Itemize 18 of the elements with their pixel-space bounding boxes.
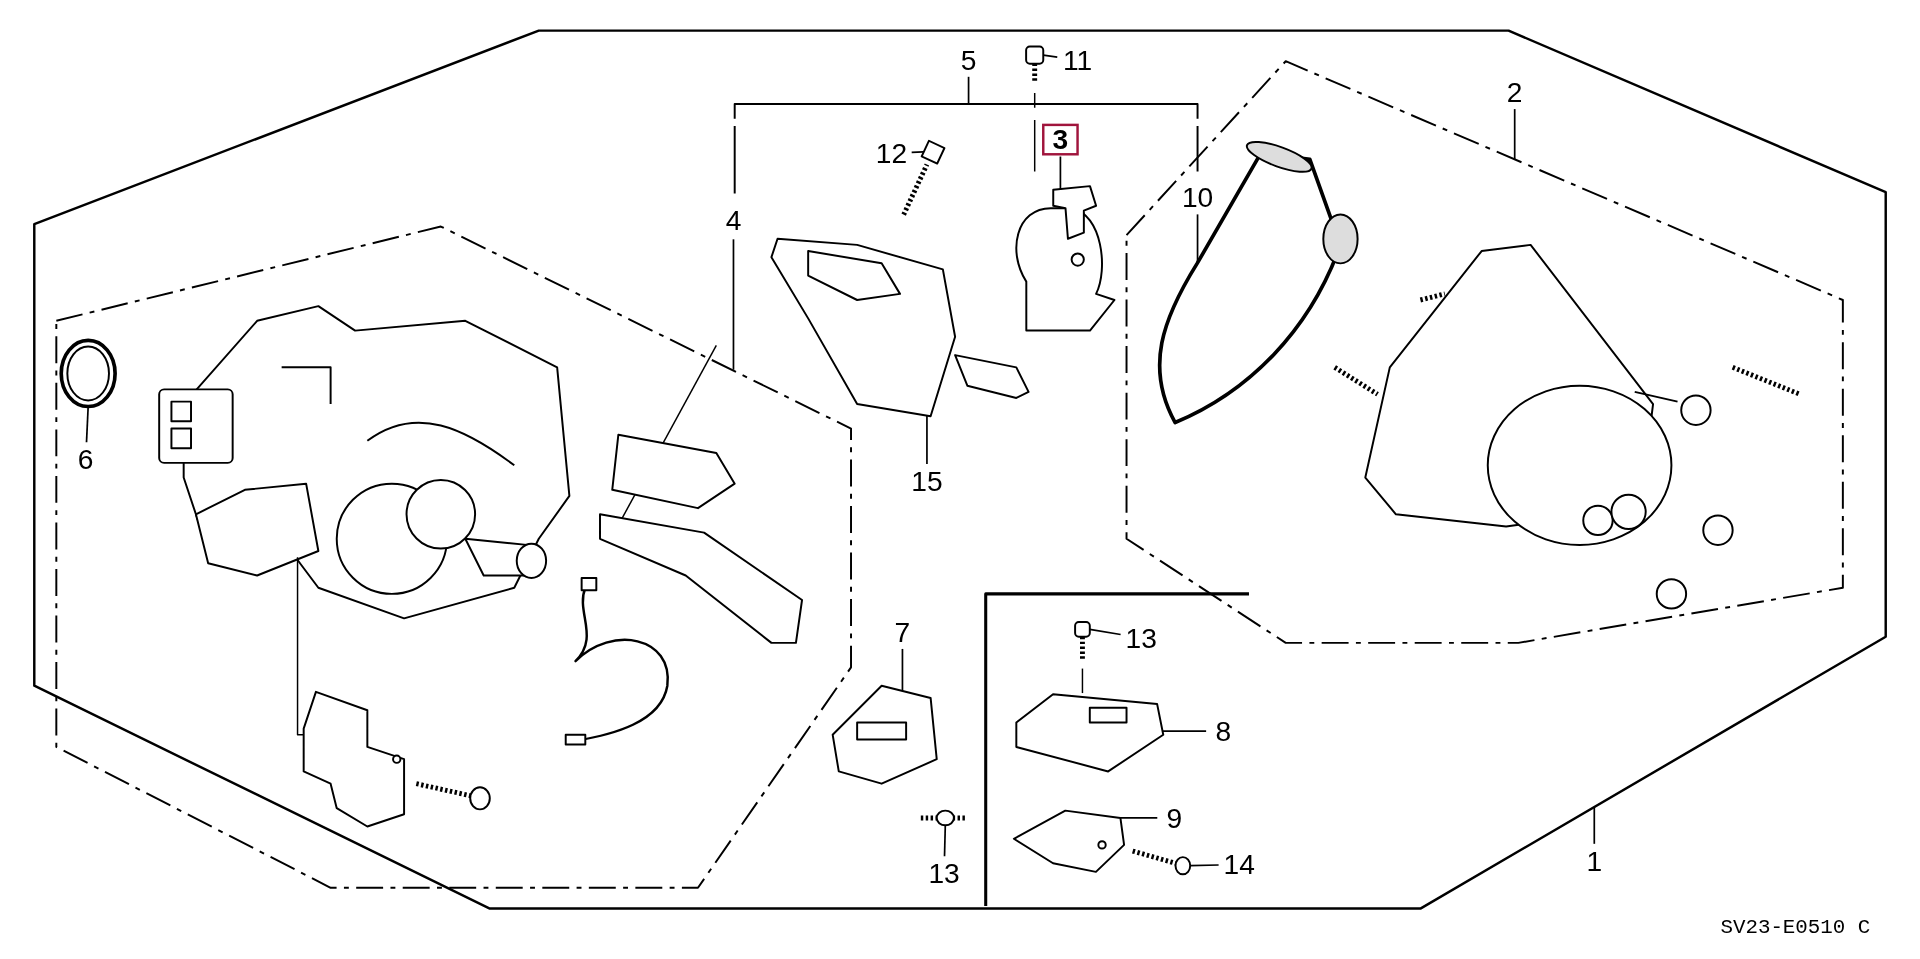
leader-line xyxy=(967,75,970,105)
leader-line xyxy=(1088,628,1122,636)
leader-line xyxy=(1119,817,1159,819)
leader-line xyxy=(901,648,904,692)
callout-number: 3 xyxy=(1042,123,1079,156)
leader-line xyxy=(85,405,89,444)
drawing-code: SV23-E0510 C xyxy=(1720,915,1871,940)
leader-line xyxy=(1593,806,1596,845)
leader-line xyxy=(1042,54,1059,58)
leader-line xyxy=(1161,730,1207,732)
leader-line xyxy=(1196,213,1199,265)
leader-line xyxy=(1189,864,1220,867)
leader-line xyxy=(732,238,735,371)
leader-line xyxy=(1513,108,1516,161)
leader-line xyxy=(910,151,925,154)
leader-line xyxy=(1059,155,1062,191)
leader-line xyxy=(926,414,928,465)
leader-line xyxy=(943,824,947,858)
